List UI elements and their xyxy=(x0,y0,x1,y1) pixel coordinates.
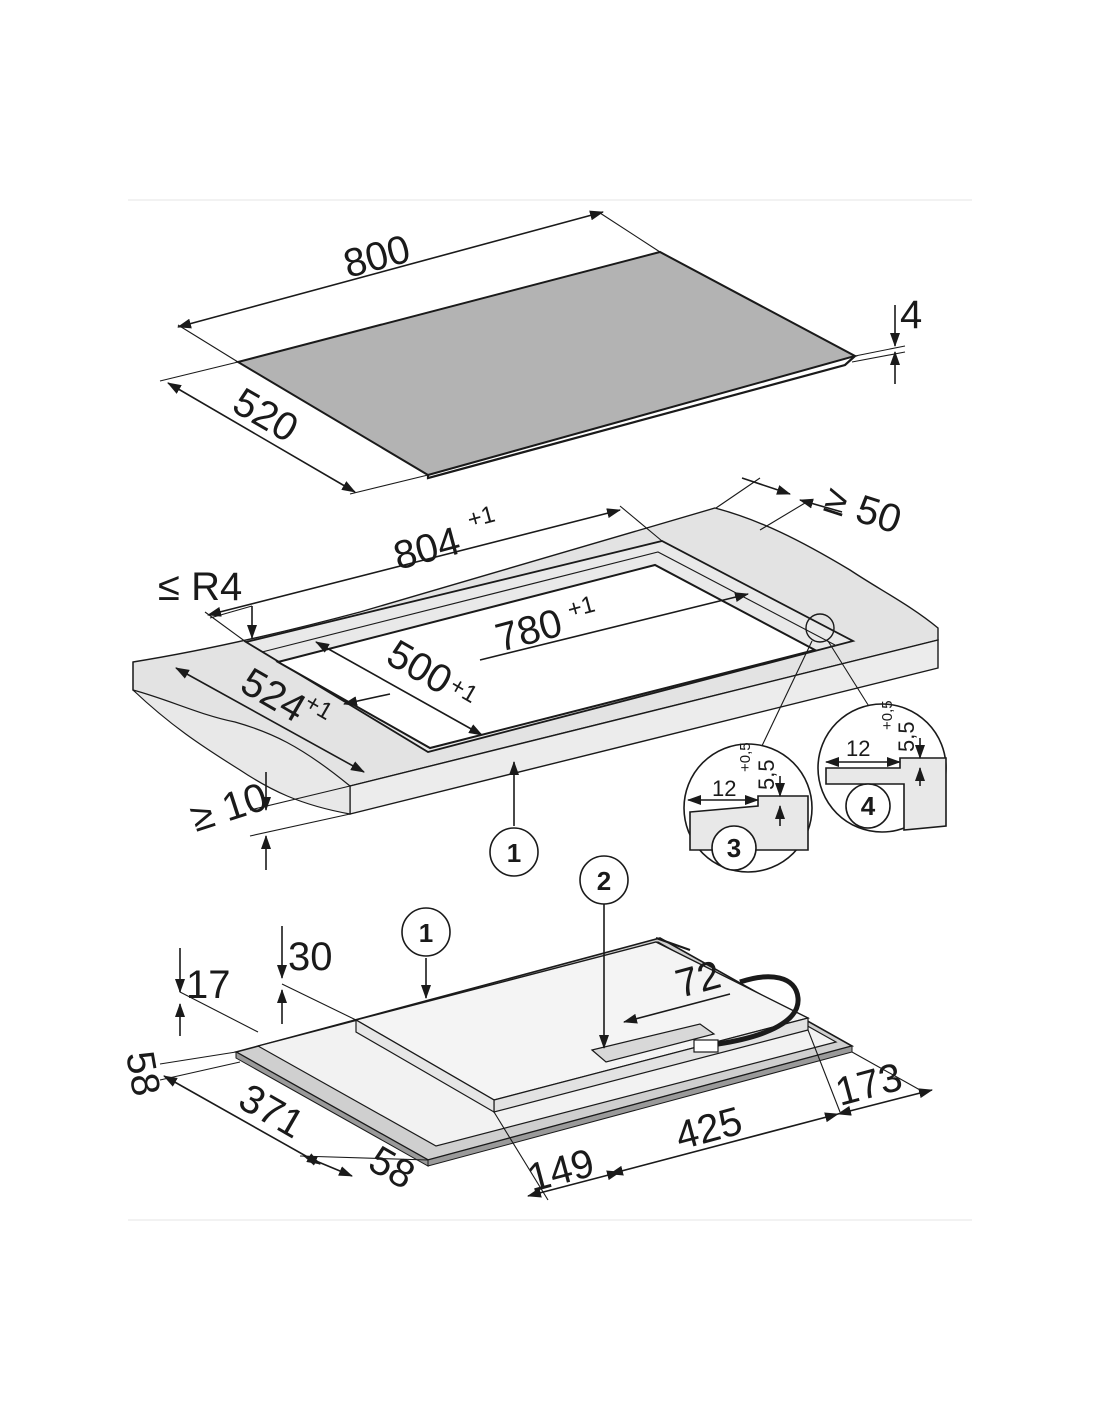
dim-line-425 xyxy=(609,1112,839,1176)
dim-line-500 xyxy=(315,641,483,736)
dim-804-label: 804 xyxy=(389,519,465,579)
dim-804-tol: +1 xyxy=(465,501,498,534)
callout-3-label: 3 xyxy=(727,833,741,863)
worktop-group: 804 +1 780 +1 500 +1 524 +1 ≤ R4 ≥ 50 ≥ … xyxy=(132,477,939,877)
callout-2-label: 2 xyxy=(597,866,611,896)
detail-3: 12 5,5 +0,5 3 xyxy=(683,742,813,873)
hob-underside-group: 1 2 72 17 30 58 371 58 149 xyxy=(117,855,933,1201)
connector xyxy=(693,1039,719,1053)
callout-2 xyxy=(579,855,629,905)
dim-425-label: 425 xyxy=(671,1099,747,1159)
dim-r4-label: ≤ R4 xyxy=(158,565,242,609)
dim-line-524 xyxy=(175,667,365,773)
dim-149-label: 149 xyxy=(523,1141,599,1201)
dim-30-label: 30 xyxy=(288,935,333,979)
dim-line-371 xyxy=(163,1075,321,1165)
detail-4-tol: +0,5 xyxy=(879,700,896,730)
detail-3-tol: +0,5 xyxy=(737,742,754,772)
callout-1-bottom-label: 1 xyxy=(419,918,433,948)
dim-4-label: 4 xyxy=(900,293,922,337)
detail-3-depth: 5,5 xyxy=(754,759,779,790)
callout-1-bottom xyxy=(401,907,451,957)
detail-4-rebate: 12 xyxy=(846,736,870,761)
dim-line-800 xyxy=(177,210,604,329)
dim-10-label: ≥ 10 xyxy=(185,775,272,841)
callout-3 xyxy=(711,825,757,871)
dim-800-label: 800 xyxy=(339,227,415,287)
detail-3-rebate: 12 xyxy=(712,776,736,801)
glass-plate-thickness-edge xyxy=(426,355,856,480)
dim-173-label: 173 xyxy=(831,1055,907,1115)
callout-1-middle xyxy=(489,827,539,877)
dim-58-left-label: 58 xyxy=(117,1048,168,1099)
dim-line-780 xyxy=(479,592,749,661)
callout-1-middle-label: 1 xyxy=(507,838,521,868)
electronics-box xyxy=(590,1023,716,1063)
dim-17-label: 17 xyxy=(186,963,231,1007)
dim-line-520 xyxy=(167,382,356,493)
detail-4-depth: 5,5 xyxy=(894,721,919,752)
detail-marker-circle xyxy=(805,613,835,643)
dim-line-804 xyxy=(207,508,621,617)
callout-4 xyxy=(845,783,891,829)
detail-4: 12 5,5 +0,5 4 xyxy=(817,700,947,833)
power-cable xyxy=(717,974,801,1047)
callout-4-label: 4 xyxy=(861,791,876,821)
glass-plate-group: 800 520 4 xyxy=(159,210,922,495)
dim-50-label: ≥ 50 xyxy=(819,477,906,543)
